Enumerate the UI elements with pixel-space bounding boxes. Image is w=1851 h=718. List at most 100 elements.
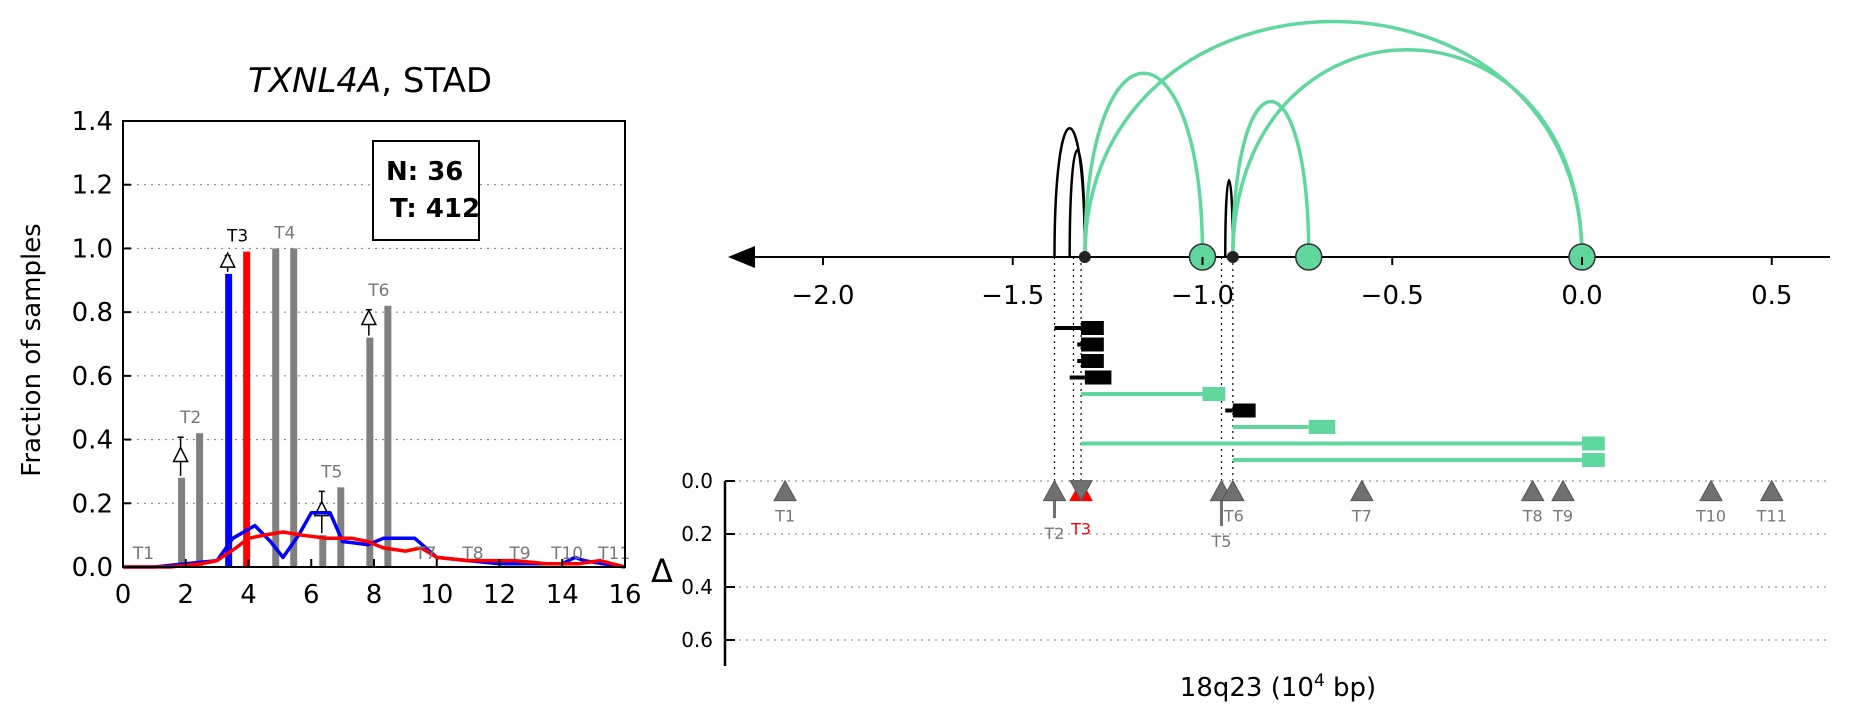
legend-box: N: 36 T: 412	[372, 140, 480, 241]
x-tick-label: 12	[483, 580, 516, 610]
chart-title: TXNL4A, STAD	[248, 61, 492, 101]
x-tick-label: 10	[420, 580, 453, 610]
transcript-label-T10: T10	[550, 544, 583, 564]
splice-arcs	[1053, 19, 1584, 258]
delta-label-T10: T10	[1695, 507, 1726, 526]
delta-marker	[219, 251, 236, 268]
bar-tumor	[196, 433, 204, 567]
bar-tumor	[384, 305, 392, 567]
delta-label-T3: T3	[1070, 520, 1091, 539]
splice-node-small	[1226, 251, 1239, 263]
transcript-label-T8: T8	[461, 544, 483, 564]
guide-lines	[1053, 257, 1234, 480]
transcript-label-T4: T4	[273, 223, 295, 243]
delta-marker-T10	[1699, 479, 1723, 502]
genome-axis	[728, 246, 1830, 268]
x-tick-label: 8	[366, 580, 383, 610]
delta-marker	[172, 445, 189, 463]
genome-tick-label: −1.5	[981, 281, 1044, 311]
splice-arc-green	[1231, 48, 1584, 258]
transcript-label-T9: T9	[508, 544, 530, 564]
delta-axis-label: Δ	[651, 552, 673, 590]
genome-axis-label: 18q23 (104 bp)	[1180, 671, 1376, 703]
bar-normal	[225, 273, 233, 567]
transcript-label-T7: T7	[414, 544, 436, 564]
delta-label-T8: T8	[1522, 507, 1543, 526]
splice-arc-green	[1083, 71, 1205, 258]
delta-marker-T2	[1042, 479, 1067, 502]
splice-arc-green	[1231, 100, 1311, 258]
delta-tick-label: 0.4	[681, 575, 713, 599]
transcript-model-exon	[1308, 420, 1336, 434]
bar-normal	[319, 535, 327, 567]
y-axis-label: Fraction of samples	[17, 223, 47, 476]
delta-marker-T8	[1520, 479, 1545, 502]
bar-normal	[366, 337, 374, 567]
transcript-label-T5: T5	[320, 462, 342, 482]
splice-arc-green	[1083, 19, 1584, 258]
y-tick-label: 0.4	[72, 426, 113, 456]
y-tick-label: 0.0	[72, 553, 113, 583]
strand-arrow	[728, 246, 755, 268]
x-tick-label: 6	[303, 580, 320, 610]
genome-tick-label: −0.5	[1361, 281, 1424, 311]
genome-tick-label: 0.0	[1561, 281, 1602, 311]
delta-marker-T1	[773, 479, 797, 502]
y-ticks: 0.00.20.40.60.81.01.21.4	[72, 107, 131, 583]
genome-tick-label: −2.0	[791, 281, 854, 311]
y-tick-label: 1.2	[72, 171, 113, 201]
bar-normal	[272, 248, 280, 567]
title-gene: TXNL4A	[248, 61, 381, 101]
transcript-model-exon	[1084, 370, 1112, 385]
transcript-model-exon	[1081, 337, 1104, 352]
transcript-label-T6: T6	[367, 281, 389, 301]
transcript-models	[1054, 321, 1605, 467]
delta-label-T5: T5	[1210, 532, 1231, 551]
delta-tick-label: 0.6	[681, 628, 713, 652]
delta-label-T6: T6	[1223, 507, 1244, 526]
genome-tick-label: −1.0	[1171, 281, 1234, 311]
transcript-label-T11: T11	[597, 544, 630, 564]
density-curves	[123, 511, 626, 569]
x-tick-label: 2	[177, 580, 194, 610]
genome-tick-label: 0.5	[1751, 281, 1792, 311]
y-tick-label: 1.0	[72, 234, 113, 264]
transcript-label-T3: T3	[226, 227, 248, 247]
delta-marker-T6	[1221, 479, 1245, 502]
x-tick-label: 4	[240, 580, 257, 610]
delta-marker-T11	[1759, 479, 1784, 502]
legend-tumor-count: T: 412	[390, 194, 480, 224]
legend-normal-count: N: 36	[386, 157, 463, 187]
x-tick-label: 14	[546, 580, 579, 610]
x-tick-label: 0	[115, 580, 132, 610]
bar-normal	[178, 477, 186, 567]
y-tick-label: 0.6	[72, 362, 113, 392]
transcript-label-T2: T2	[179, 408, 201, 428]
genome-axis-ticks: −2.0 −1.5 −1.0 −0.5 0.0 0.5	[791, 257, 1792, 311]
bar-tumor	[243, 251, 251, 567]
y-tick-label: 0.2	[72, 489, 113, 519]
transcript-model-exon	[1081, 354, 1104, 368]
delta-marker-T4	[1069, 480, 1093, 502]
delta-label-T11: T11	[1756, 507, 1787, 526]
transcript-model-exon	[1081, 321, 1104, 335]
splice-arc-black	[1068, 148, 1087, 258]
delta-label-T7: T7	[1351, 507, 1372, 526]
legend-frame	[372, 140, 480, 241]
title-cancer: , STAD	[381, 61, 492, 101]
delta-marker-T7	[1350, 479, 1374, 502]
delta-label-T2: T2	[1044, 524, 1065, 543]
bar-tumor	[290, 248, 298, 567]
delta-label-T1: T1	[774, 507, 795, 526]
bar-series	[172, 248, 392, 567]
y-tick-label: 0.8	[72, 298, 113, 328]
transcript-model-exon	[1582, 436, 1605, 451]
delta-marker-T9	[1551, 479, 1575, 502]
splice-node	[1295, 243, 1323, 271]
transcript-model-exon	[1582, 453, 1605, 467]
